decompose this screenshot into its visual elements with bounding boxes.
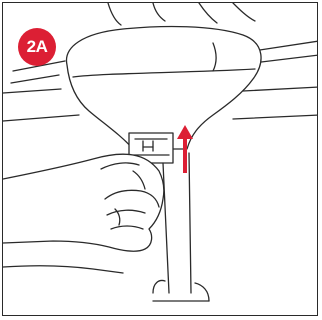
instruction-panel: 2A [2, 2, 318, 316]
seat-cushion [66, 27, 261, 149]
hand [3, 154, 164, 273]
step-badge: 2A [18, 28, 56, 66]
